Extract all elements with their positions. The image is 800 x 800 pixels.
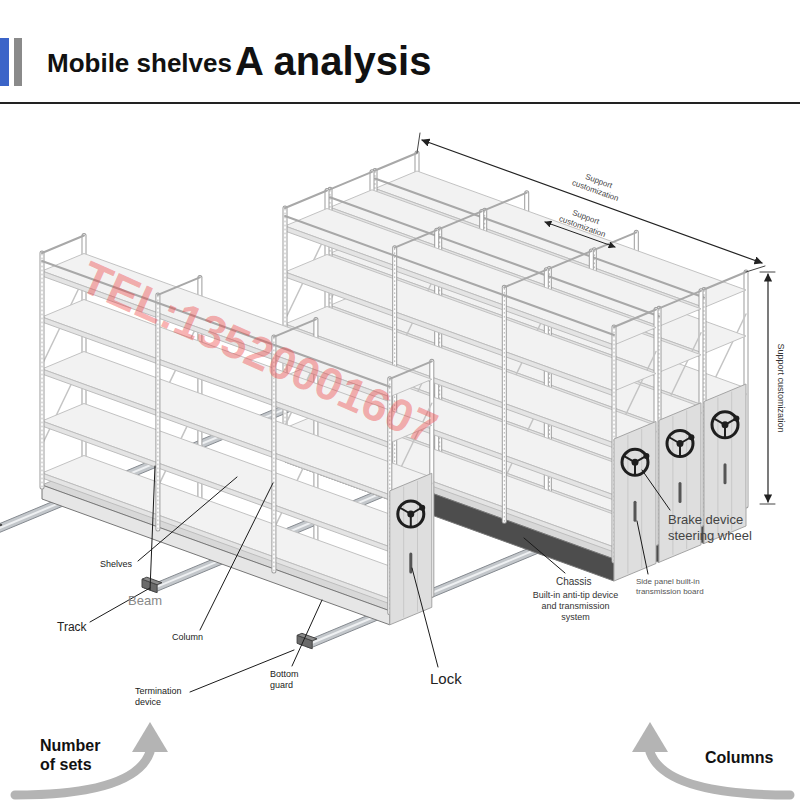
part-label: Track — [57, 620, 87, 634]
handwheel-knob — [688, 434, 694, 440]
side-panel — [390, 473, 432, 625]
top-depth-rail — [42, 236, 84, 254]
dimension-line — [422, 140, 762, 263]
column-post-face — [393, 248, 396, 482]
part-label: Brake device steering wheel — [668, 512, 768, 543]
handwheel-rim — [712, 412, 738, 438]
columns-arrow-head — [632, 722, 668, 752]
leader-line — [150, 466, 155, 590]
part-label: Chassis — [556, 576, 592, 588]
dimension-line — [767, 274, 768, 502]
post-holes — [504, 287, 505, 521]
part-label: Column — [172, 632, 203, 643]
post-holes — [394, 248, 395, 482]
part-label: Side panel built-in transmission board — [636, 577, 726, 596]
column-post-face — [503, 287, 506, 521]
leader-line — [524, 538, 565, 573]
dimension-extension — [417, 133, 420, 153]
lock-handle — [634, 502, 637, 520]
lock-handle — [724, 465, 727, 483]
post-holes — [42, 253, 43, 487]
lock-handle — [679, 484, 682, 502]
leader-line — [200, 483, 273, 630]
side-panel-seam — [627, 435, 628, 573]
handwheel-rim — [622, 449, 648, 475]
title-accent-grey — [14, 38, 22, 86]
top-depth-rail — [375, 153, 417, 171]
column-post-face — [41, 253, 44, 487]
handwheel-rim — [398, 501, 424, 527]
part-label: Lock — [430, 670, 462, 688]
dimension-label: Support customization — [561, 165, 633, 207]
part-label: Bottom guard — [270, 669, 315, 691]
bottom-guard — [42, 485, 390, 625]
termination-stopper-top — [0, 519, 2, 527]
handwheel-knob — [733, 416, 739, 422]
section-label: Columns — [705, 748, 773, 767]
part-label: Beam — [128, 593, 162, 609]
handwheel-knob — [419, 505, 425, 511]
top-depth-rail — [390, 361, 432, 379]
handwheel-hub — [677, 440, 684, 447]
top-depth-rail — [614, 310, 656, 328]
part-label: Built-in anti-tip device and transmissio… — [528, 590, 623, 622]
leader-line — [637, 521, 648, 574]
handwheel-rim — [667, 431, 693, 457]
column-post — [502, 287, 507, 521]
top-depth-rail — [440, 211, 482, 229]
top-rail — [285, 216, 614, 335]
sets-arrow-head — [132, 722, 168, 752]
termination-stopper-top — [142, 577, 162, 585]
dimension-extension — [746, 266, 765, 272]
handwheel-hub — [632, 459, 639, 466]
title-rule — [0, 102, 800, 104]
leader-line — [292, 600, 322, 666]
top-depth-rail — [330, 172, 372, 190]
top-depth-rail — [285, 191, 327, 209]
shelf-beam — [42, 473, 390, 604]
part-label: Shelves — [100, 559, 132, 570]
leader-line — [642, 470, 670, 510]
top-depth-rail — [549, 251, 591, 269]
handwheel-knob — [643, 453, 649, 459]
side-panel-seam — [403, 487, 404, 617]
dimension-extension — [760, 504, 775, 505]
top-depth-rail — [485, 193, 527, 211]
part-label: Termination device — [135, 686, 205, 708]
top-depth-rail — [704, 272, 746, 290]
side-panel — [614, 422, 656, 582]
top-depth-rail — [659, 291, 701, 309]
shelf-beam — [42, 421, 390, 552]
title-accent-blue — [0, 38, 9, 86]
dimension-extension — [760, 272, 775, 273]
handwheel-hub — [722, 421, 729, 428]
termination-stopper-top — [297, 633, 317, 641]
top-depth-rail — [504, 270, 546, 288]
column-post — [392, 248, 397, 482]
shelf-beam — [285, 226, 614, 350]
column-post — [40, 253, 45, 487]
leader-line — [412, 568, 438, 667]
top-depth-rail — [395, 230, 437, 248]
page-title-emphasis: A analysis — [235, 37, 431, 85]
dimension-label: Support customization — [776, 343, 787, 432]
section-label: Number of sets — [40, 736, 110, 774]
page-title: Mobile shelves — [47, 48, 232, 79]
handwheel-hub — [407, 511, 414, 518]
